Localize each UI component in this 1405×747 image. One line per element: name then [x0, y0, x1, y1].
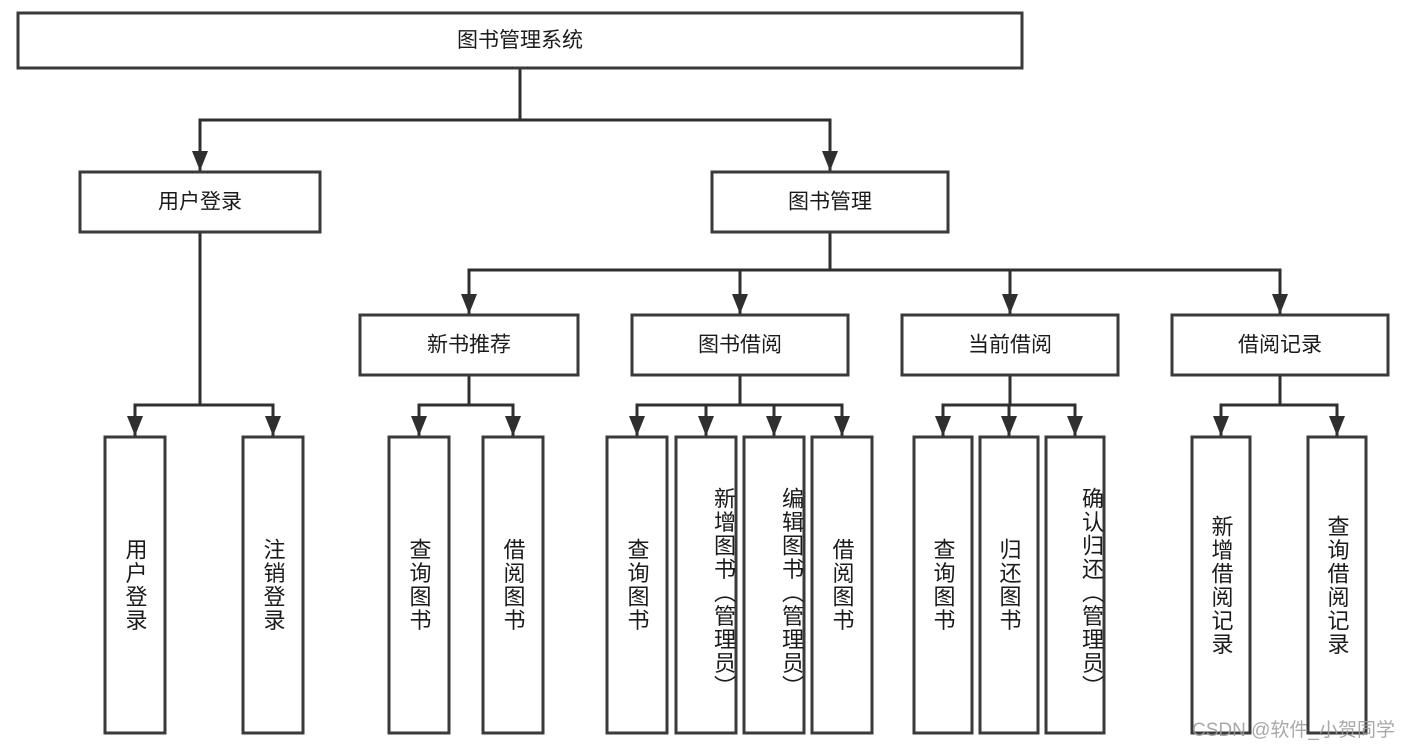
- connector-lines: [127, 66, 1345, 438]
- level3-node-box-0[interactable]: [358, 313, 580, 377]
- level3-node-box-3[interactable]: [1170, 313, 1390, 377]
- arrow-head-icon-leaf-3: [505, 416, 521, 436]
- level3-node-label-2: 当前借阅: [968, 334, 1052, 357]
- arrow-head-icon-level3-3: [1272, 294, 1288, 314]
- arrow-head-icon-leaf-12: [1329, 416, 1345, 436]
- arrow-head-icon-leaf-2: [411, 416, 427, 436]
- arrow-head-icon-leaf-11: [1213, 416, 1229, 436]
- leaf-node-box-10[interactable]: [1044, 435, 1106, 735]
- leaf-node-box-4[interactable]: [605, 435, 669, 735]
- root-node-label: 图书管理系统: [457, 29, 583, 52]
- csdn-watermark: CSDN @软件_小贺同学: [1192, 720, 1395, 741]
- arrow-head-icon-leaf-8: [935, 416, 951, 436]
- leaf-node-box-12[interactable]: [1306, 435, 1368, 735]
- level2-node-box-0[interactable]: [78, 170, 322, 234]
- level3-node-label-3: 借阅记录: [1238, 334, 1322, 357]
- arrow-head-icon-level2-0: [192, 151, 208, 171]
- arrow-head-icon-leaf-9: [1001, 416, 1017, 436]
- arrow-head-icon-level3-2: [1002, 294, 1018, 314]
- leaf-node-box-5[interactable]: [674, 435, 738, 735]
- arrow-head-icon-leaf-1: [265, 416, 281, 436]
- arrow-head-icon-level3-0: [461, 294, 477, 314]
- arrow-head-icon-leaf-0: [127, 416, 143, 436]
- arrow-head-icon-leaf-10: [1067, 416, 1083, 436]
- level3-node-label-0: 新书推荐: [427, 334, 511, 357]
- level3-node-label-1: 图书借阅: [698, 334, 782, 357]
- arrow-head-icon-leaf-7: [834, 416, 850, 436]
- level3-node-box-1[interactable]: [630, 313, 850, 377]
- leaf-node-box-2[interactable]: [387, 435, 451, 735]
- arrow-head-icon-leaf-4: [629, 416, 645, 436]
- arrow-head-icon-leaf-5: [698, 416, 714, 436]
- leaf-node-box-3[interactable]: [481, 435, 545, 735]
- level2-node-box-1[interactable]: [710, 170, 950, 234]
- leaf-node-box-7[interactable]: [810, 435, 874, 735]
- level3-node-box-2[interactable]: [900, 313, 1120, 377]
- arrow-head-icon-leaf-6: [766, 416, 782, 436]
- level2-node-label-1: 图书管理: [788, 191, 872, 214]
- leaf-node-box-9[interactable]: [978, 435, 1040, 735]
- root-node-box[interactable]: [16, 11, 1024, 70]
- leaf-node-box-8[interactable]: [912, 435, 974, 735]
- leaf-node-box-0[interactable]: [103, 435, 167, 735]
- leaf-node-box-1[interactable]: [241, 435, 305, 735]
- level2-node-label-0: 用户登录: [158, 191, 242, 214]
- leaf-node-box-11[interactable]: [1190, 435, 1252, 735]
- arrow-head-icon-level2-1: [822, 151, 838, 171]
- node-boxes: [16, 11, 1390, 735]
- arrow-head-icon-level3-1: [732, 294, 748, 314]
- leaf-node-box-6[interactable]: [742, 435, 806, 735]
